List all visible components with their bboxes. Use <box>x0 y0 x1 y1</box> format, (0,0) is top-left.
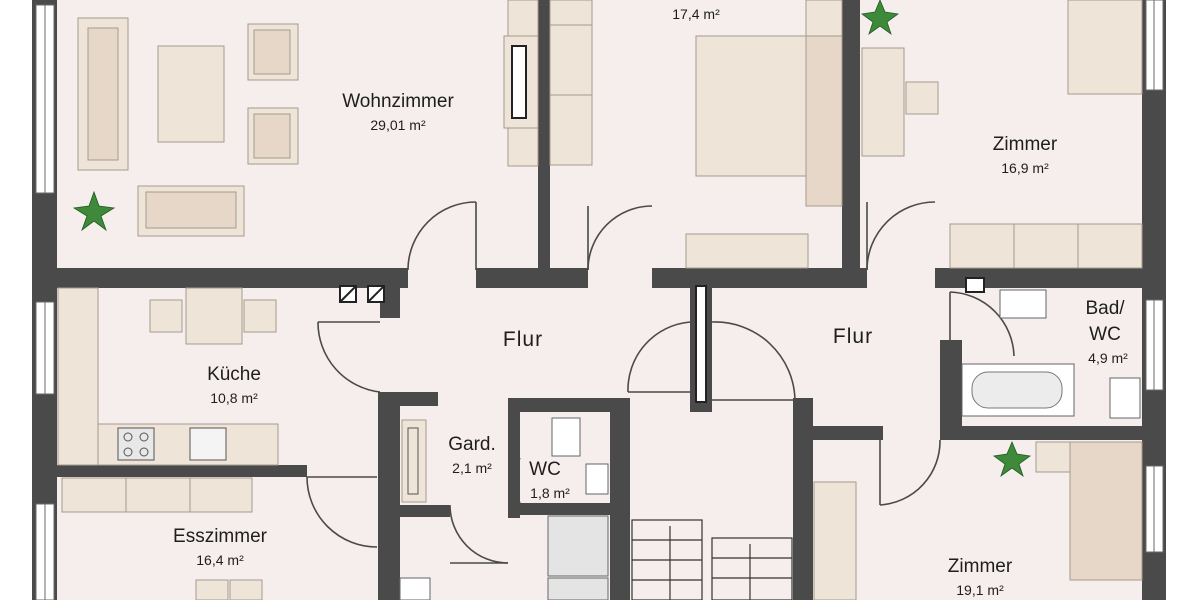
area-zimmer-se: 19,1 m² <box>956 582 1004 598</box>
label-garderobe: Gard. <box>448 434 496 455</box>
doors <box>306 201 1015 564</box>
area-kueche: 10,8 m² <box>210 390 258 406</box>
area-wc: 1,8 m² <box>530 485 570 501</box>
label-kueche: Küche <box>207 364 261 385</box>
label-bad-line1: Bad/ <box>1085 298 1125 319</box>
plant-icon <box>992 440 1032 478</box>
area-zimmer-ne: 16,9 m² <box>1001 160 1049 176</box>
label-zimmer-ne: Zimmer <box>993 134 1058 155</box>
label-wc: WC <box>529 459 561 480</box>
label-flur-east: Flur <box>833 325 873 348</box>
area-schlafzimmer: 17,4 m² <box>672 6 720 22</box>
furniture <box>57 0 1143 600</box>
area-bad: 4,9 m² <box>1088 350 1128 366</box>
label-wohnzimmer: Wohnzimmer <box>342 91 454 112</box>
label-flur-west: Flur <box>503 328 543 351</box>
label-zimmer-se: Zimmer <box>948 556 1013 577</box>
room-labels: Wohnzimmer 29,01 m² 17,4 m² Zimmer 16,9 … <box>173 6 1128 598</box>
windows <box>35 0 1164 600</box>
staircase <box>631 519 793 600</box>
label-esszimmer: Esszimmer <box>173 526 268 547</box>
plant-icon <box>860 0 900 36</box>
label-bad-line2: WC <box>1089 324 1121 345</box>
area-wohnzimmer: 29,01 m² <box>370 117 426 133</box>
area-esszimmer: 16,4 m² <box>196 552 244 568</box>
area-garderobe: 2,1 m² <box>452 460 492 476</box>
plant-icon <box>72 190 116 232</box>
